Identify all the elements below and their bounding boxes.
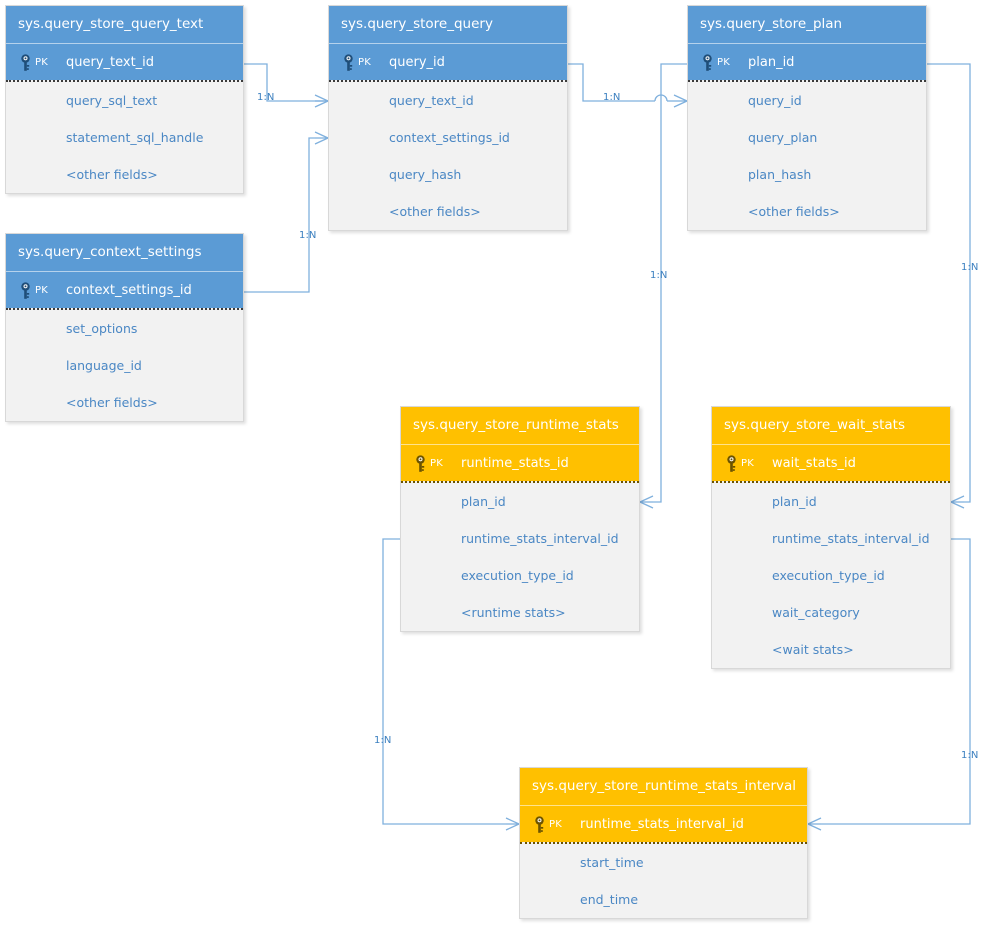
field-row[interactable]: context_settings_id <box>389 130 510 145</box>
pk-tag: PK <box>35 285 48 296</box>
cardinality-label-rel-query-plan: 1:N <box>603 92 621 103</box>
primary-key-icon <box>21 54 30 71</box>
entity-title-query_store_plan: sys.query_store_plan <box>688 6 926 43</box>
pk-tag: PK <box>35 57 48 68</box>
field-row[interactable]: end_time <box>580 892 639 907</box>
field-row[interactable]: <other fields> <box>66 167 158 182</box>
field-row[interactable]: plan_id <box>772 494 817 509</box>
primary-key-icon <box>703 54 712 71</box>
primary-key-row-query_store_plan[interactable]: PK plan_id <box>688 43 926 80</box>
field-row[interactable]: plan_id <box>461 494 506 509</box>
field-row[interactable]: language_id <box>66 358 142 373</box>
field-row[interactable]: query_hash <box>389 167 462 182</box>
primary-key-row-query_store_wait_stats[interactable]: PK wait_stats_id <box>712 444 950 481</box>
field-row[interactable]: runtime_stats_interval_id <box>461 531 619 546</box>
primary-key-icon <box>727 455 736 472</box>
pk-field-name: context_settings_id <box>66 283 192 298</box>
field-row[interactable]: execution_type_id <box>772 568 885 583</box>
field-row[interactable]: set_options <box>66 321 138 336</box>
entity-title-query_store_runtime_stats_interval: sys.query_store_runtime_stats_interval <box>520 768 807 805</box>
pk-field-name: query_id <box>389 55 445 70</box>
cardinality-label-rel-interval-runtime: 1:N <box>374 735 392 746</box>
field-row[interactable]: query_plan <box>748 130 818 145</box>
field-list-query_store_plan: query_id query_plan plan_hash <other fields… <box>688 80 926 230</box>
connector-context-to-query <box>244 131 329 293</box>
entity-title-query_store_query_text: sys.query_store_query_text <box>6 6 243 43</box>
field-row[interactable]: <runtime stats> <box>461 605 566 620</box>
field-row[interactable]: <wait stats> <box>772 642 854 657</box>
pk-field-name: runtime_stats_interval_id <box>580 817 744 832</box>
primary-key-icon <box>344 54 353 71</box>
field-list-query_store_runtime_stats_interval: start_time end_time <box>520 842 807 918</box>
field-list-query_store_query_text: query_sql_text statement_sql_handle <other… <box>6 80 243 193</box>
connector-plan-to-runtime-stats <box>639 63 687 509</box>
field-row[interactable]: <other fields> <box>66 395 158 410</box>
pk-tag: PK <box>741 458 754 469</box>
field-list-query_store_wait_stats: plan_id runtime_stats_interval_id executio… <box>712 481 950 668</box>
cardinality-label-rel-plan-runtime: 1:N <box>650 270 668 281</box>
field-list-query_context_settings: set_options language_id <other fields> <box>6 308 243 421</box>
cardinality-label-rel-ctx-query: 1:N <box>299 230 317 241</box>
field-row[interactable]: query_id <box>748 93 802 108</box>
primary-key-row-query_store_query[interactable]: PK query_id <box>329 43 567 80</box>
primary-key-row-query_store_runtime_stats[interactable]: PK runtime_stats_id <box>401 444 639 481</box>
pk-field-name: plan_id <box>748 55 795 70</box>
field-row[interactable]: plan_hash <box>748 167 812 182</box>
primary-key-icon <box>416 455 425 472</box>
field-list-query_store_query: query_text_id context_settings_id query_ha… <box>329 80 567 230</box>
entity-title-query_store_query: sys.query_store_query <box>329 6 567 43</box>
primary-key-icon <box>21 282 30 299</box>
field-row[interactable]: wait_category <box>772 605 860 620</box>
primary-key-icon <box>535 816 544 833</box>
entity-title-query_store_wait_stats: sys.query_store_wait_stats <box>712 407 950 444</box>
field-row[interactable]: query_sql_text <box>66 93 158 108</box>
field-row[interactable]: <other fields> <box>389 204 481 219</box>
field-row[interactable]: runtime_stats_interval_id <box>772 531 930 546</box>
pk-field-name: query_text_id <box>66 55 155 70</box>
pk-field-name: runtime_stats_id <box>461 456 569 471</box>
field-row[interactable]: start_time <box>580 855 644 870</box>
entity-title-query_context_settings: sys.query_context_settings <box>6 234 243 271</box>
field-row[interactable]: query_text_id <box>389 93 474 108</box>
pk-tag: PK <box>549 819 562 830</box>
pk-tag: PK <box>430 458 443 469</box>
entity-title-query_store_runtime_stats: sys.query_store_runtime_stats <box>401 407 639 444</box>
field-row[interactable]: execution_type_id <box>461 568 574 583</box>
primary-key-row-query_context_settings[interactable]: PK context_settings_id <box>6 271 243 308</box>
field-row[interactable]: <other fields> <box>748 204 840 219</box>
cardinality-label-rel-text-query: 1:N <box>257 92 275 103</box>
pk-tag: PK <box>717 57 730 68</box>
field-list-query_store_runtime_stats: plan_id runtime_stats_interval_id executio… <box>401 481 639 631</box>
pk-field-name: wait_stats_id <box>772 456 856 471</box>
primary-key-row-query_store_runtime_stats_interval[interactable]: PK runtime_stats_interval_id <box>520 805 807 842</box>
primary-key-row-query_store_query_text[interactable]: PK query_text_id <box>6 43 243 80</box>
field-row[interactable]: statement_sql_handle <box>66 130 204 145</box>
cardinality-label-rel-plan-wait: 1:N <box>961 262 979 273</box>
connector-query-to-plan <box>568 63 688 108</box>
cardinality-label-rel-interval-wait: 1:N <box>961 750 979 761</box>
pk-tag: PK <box>358 57 371 68</box>
